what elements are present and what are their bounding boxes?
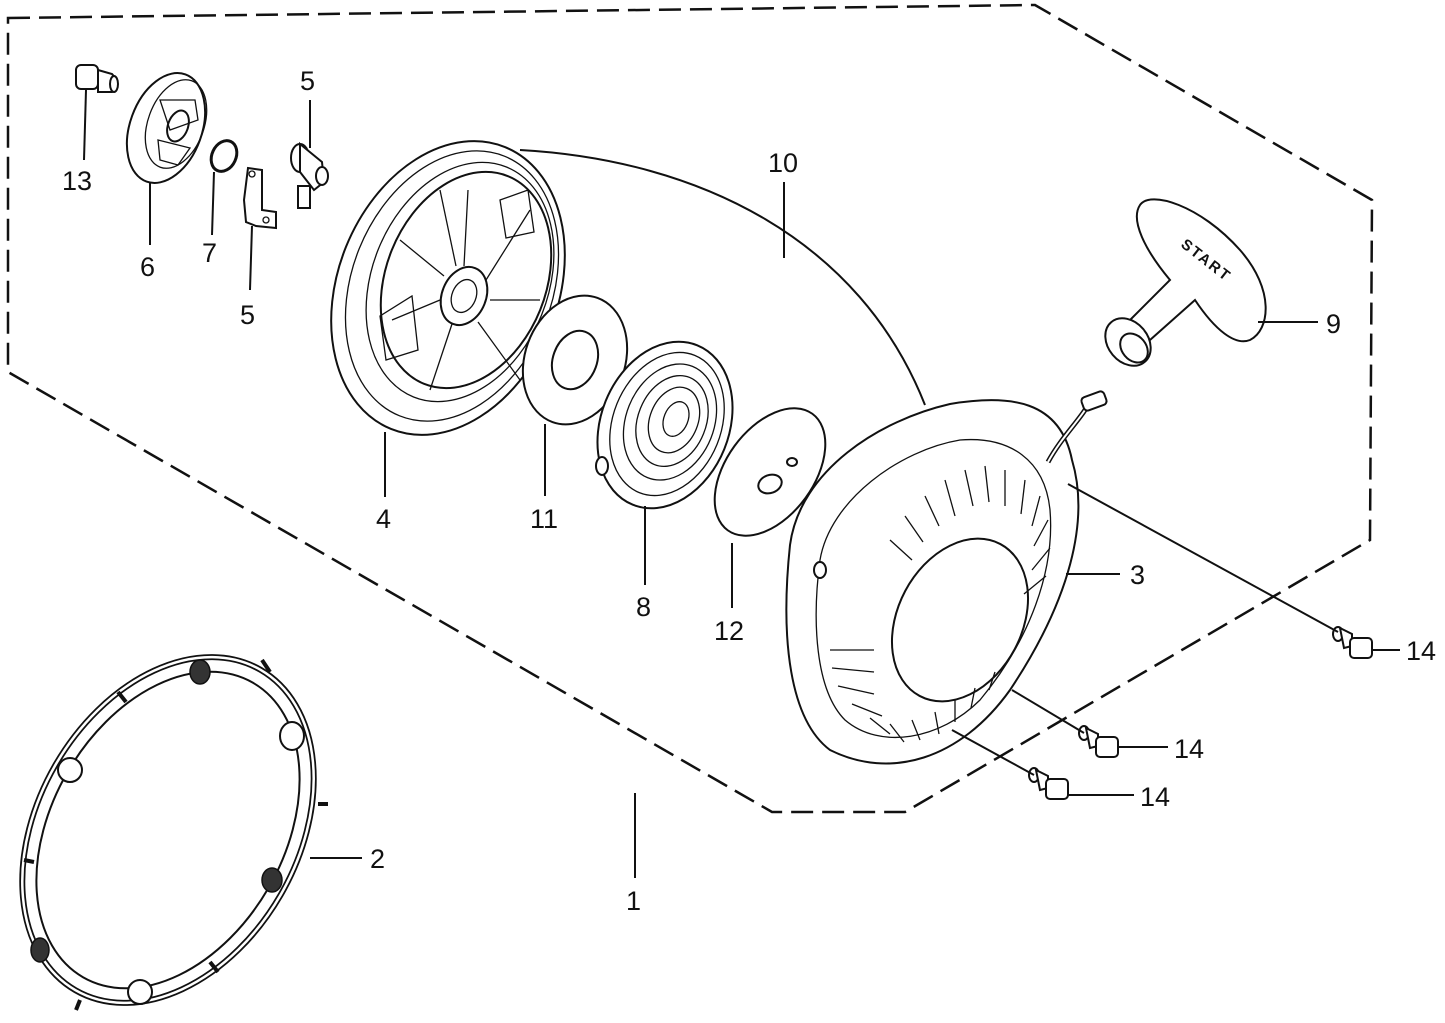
part-14-bolt-a: [1332, 626, 1373, 659]
part-6-ratchet-plate: [125, 72, 208, 184]
label-14-a: 14: [1406, 636, 1436, 666]
part-5-pawl-upper: [290, 141, 329, 209]
label-5-lower: 5: [240, 300, 255, 330]
label-7: 7: [202, 238, 217, 268]
case-vents: [830, 465, 1051, 743]
part-8-spring: [595, 340, 734, 510]
part-4-reel: [330, 140, 566, 436]
part-13-pin: [75, 64, 119, 93]
part-14-bolt-b: [1078, 725, 1119, 758]
label-3: 3: [1130, 560, 1145, 590]
label-14-b: 14: [1174, 734, 1204, 764]
label-8: 8: [636, 592, 651, 622]
leader-lines: [83, 89, 1400, 878]
assembly-boundary: [6, 3, 1374, 814]
label-1: 1: [626, 886, 641, 916]
label-6: 6: [140, 252, 155, 282]
part-9-start-handle: START: [1104, 198, 1267, 367]
gasket-tabs: [23, 658, 328, 1011]
part-10-rope: [519, 149, 926, 406]
label-5-upper: 5: [300, 66, 315, 96]
label-13: 13: [62, 166, 92, 196]
label-12: 12: [714, 616, 744, 646]
part-5-pawl-lower: [242, 166, 277, 230]
part-3-starter-case: [785, 390, 1108, 765]
label-2: 2: [370, 844, 385, 874]
part-labels: 13 6 7 5 5 10 9 4 11 3 8 12 14 14 14 2 1: [62, 66, 1436, 916]
label-11: 11: [530, 504, 558, 534]
label-14-c: 14: [1140, 782, 1170, 812]
part-12-plate: [713, 407, 827, 537]
part-2-gasket-ring: [19, 654, 328, 1011]
label-4: 4: [376, 504, 391, 534]
part-7-circlip: [209, 139, 239, 173]
label-9: 9: [1326, 309, 1341, 339]
part-14-bolt-c: [1028, 767, 1069, 800]
label-10: 10: [768, 148, 798, 178]
